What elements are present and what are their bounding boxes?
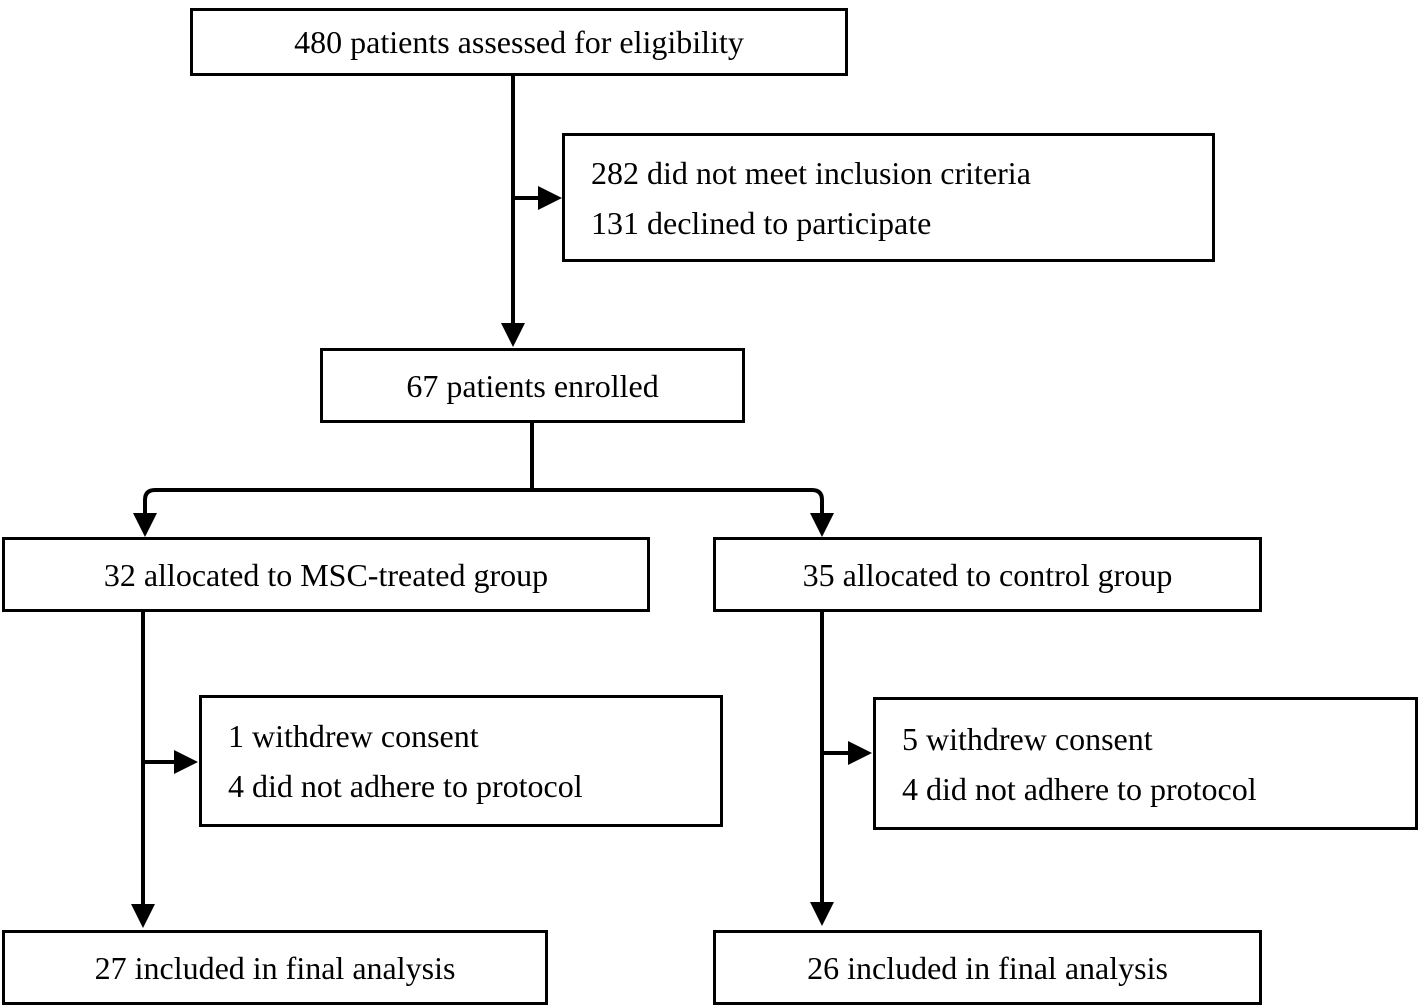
node-text-line2: 131 declined to participate [591, 204, 932, 241]
flow-node-control-withdrawn: 5 withdrew consent 4 did not adhere to p… [873, 697, 1418, 830]
node-text: 27 included in final analysis [94, 949, 456, 986]
flow-node-assessed-for-eligibility: 480 patients assessed for eligibility [190, 8, 848, 76]
arrowhead-down-msc-group [133, 513, 157, 537]
flow-node-control-group: 35 allocated to control group [713, 537, 1262, 612]
node-text-line1: 1 withdrew consent [228, 718, 479, 754]
flow-node-control-final-analysis: 26 included in final analysis [713, 930, 1262, 1005]
arrowhead-down-control-final [810, 902, 834, 926]
node-text: 35 allocated to control group [802, 556, 1173, 593]
arrowhead-right-excluded [538, 186, 562, 210]
edge-split-bar [143, 488, 824, 516]
node-text: 67 patients enrolled [406, 367, 659, 404]
node-text-line1: 5 withdrew consent [902, 720, 1153, 757]
arrowhead-right-msc-withdrawn [174, 750, 198, 774]
node-text: 480 patients assessed for eligibility [294, 24, 744, 60]
flow-node-msc-treated-group: 32 allocated to MSC-treated group [2, 537, 650, 612]
node-text: 32 allocated to MSC-treated group [103, 556, 549, 593]
node-text-line2: 4 did not adhere to protocol [228, 768, 583, 804]
flow-node-enrolled: 67 patients enrolled [320, 348, 745, 423]
node-text-line1: 282 did not meet inclusion criteria [591, 154, 1031, 191]
flow-node-excluded: 282 did not meet inclusion criteria 131 … [562, 133, 1215, 262]
node-text-line2: 4 did not adhere to protocol [902, 770, 1257, 807]
arrowhead-down-enrolled [501, 323, 525, 347]
node-text: 26 included in final analysis [807, 949, 1168, 986]
arrowhead-down-control-group [810, 513, 834, 537]
arrowhead-right-control-withdrawn [848, 741, 872, 765]
arrowhead-down-msc-final [131, 904, 155, 928]
flow-node-msc-withdrawn: 1 withdrew consent 4 did not adhere to p… [199, 695, 723, 827]
flow-node-msc-final-analysis: 27 included in final analysis [2, 930, 548, 1005]
